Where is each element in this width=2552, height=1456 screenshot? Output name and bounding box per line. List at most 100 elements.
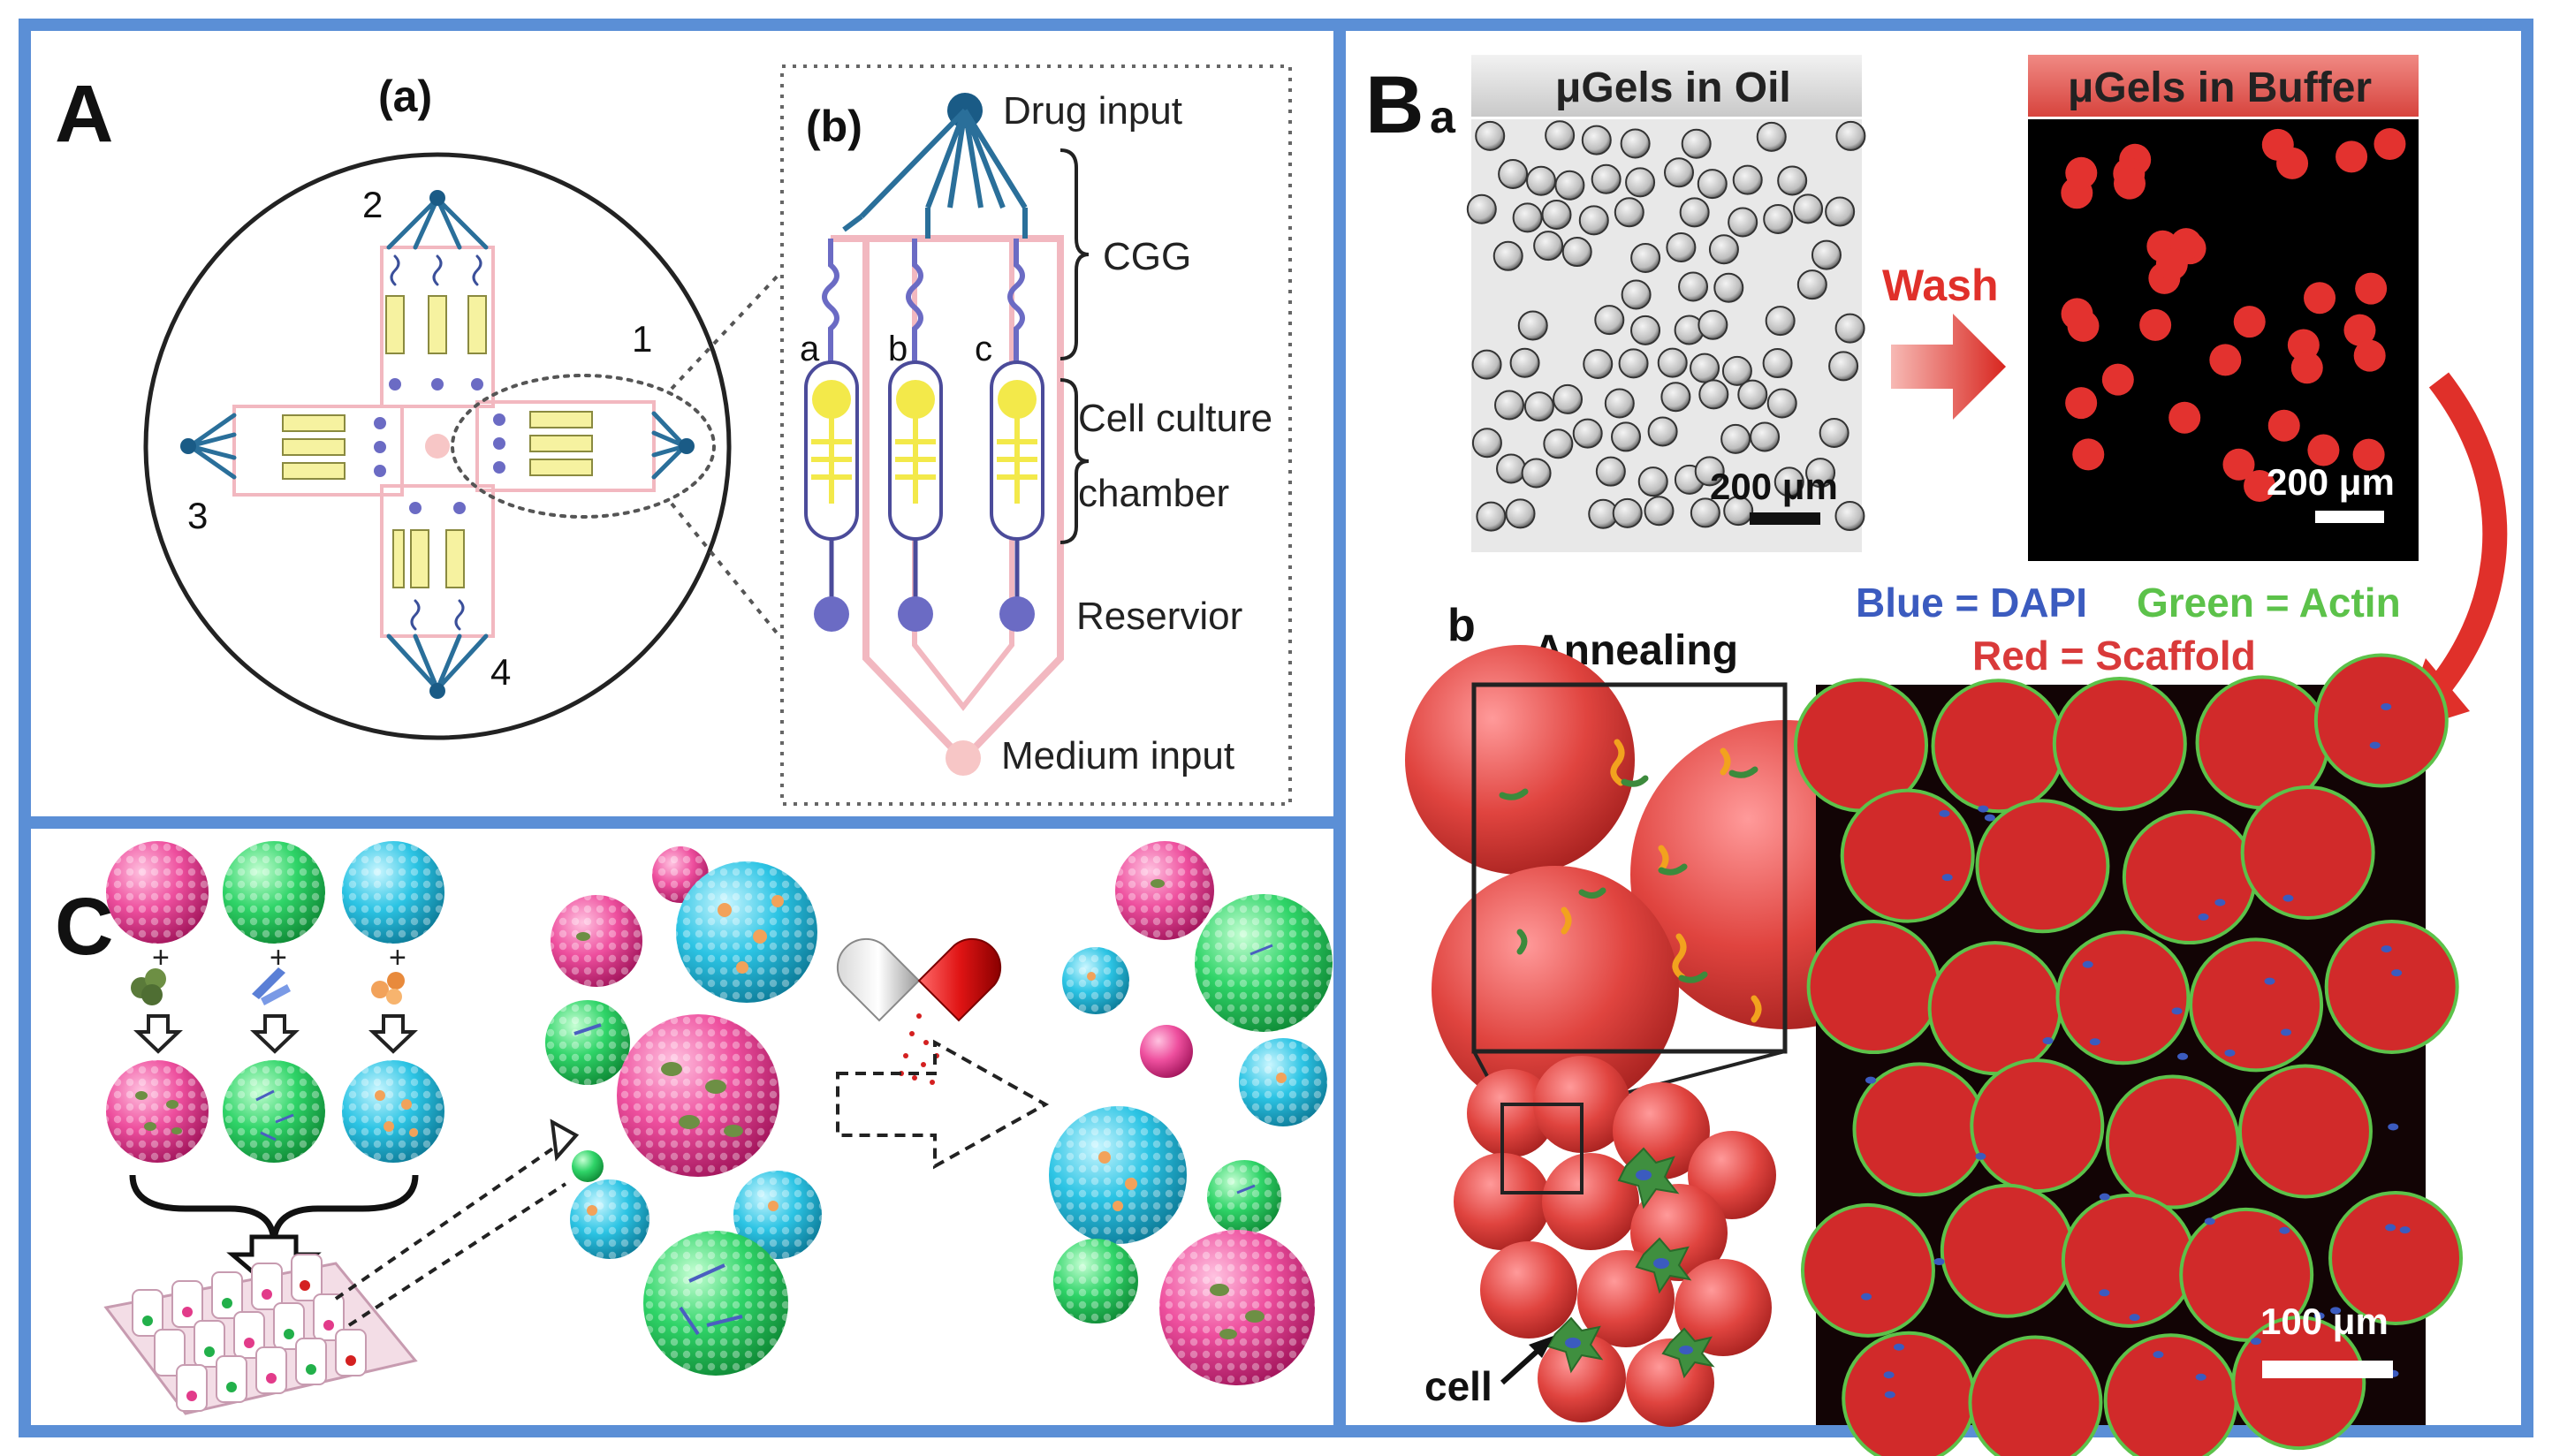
oil-microgel bbox=[1697, 169, 1728, 200]
buffer-microgel bbox=[2168, 401, 2201, 434]
oil-title: μGels in Oil bbox=[1555, 64, 1791, 111]
reservoir-b bbox=[898, 596, 933, 632]
oil-microgel bbox=[1763, 203, 1794, 234]
buffer-microgel bbox=[2336, 140, 2368, 173]
legend-green: Green = Actin bbox=[2137, 580, 2401, 626]
oil-microgel bbox=[1664, 157, 1695, 188]
gels-in-buffer-image: μGels in Buffer 200 μm bbox=[2028, 55, 2419, 561]
oil-microgel bbox=[1666, 232, 1697, 263]
zoom-line-bottom bbox=[670, 502, 781, 638]
dapi-nucleus bbox=[1941, 874, 1953, 882]
buffer-microgel bbox=[2374, 127, 2406, 160]
oil-microgels bbox=[1466, 120, 1866, 532]
scaffold-particle bbox=[1968, 1335, 2103, 1456]
oil-microgel bbox=[1541, 200, 1572, 231]
arm-label-1: 1 bbox=[632, 318, 652, 360]
oil-microgel bbox=[1819, 418, 1849, 449]
dapi-nucleus bbox=[2214, 899, 2226, 906]
scaffold-particle bbox=[1931, 679, 2066, 814]
oil-microgel bbox=[1681, 128, 1712, 159]
oil-microgel bbox=[1750, 421, 1781, 452]
panel-a-sub-b-label: (b) bbox=[806, 102, 862, 151]
buffer-microgel bbox=[2072, 438, 2105, 471]
oil-microgel bbox=[1612, 497, 1643, 528]
scaffold-particle bbox=[1842, 1331, 1977, 1456]
scaffold-particle bbox=[2179, 1207, 2314, 1342]
buffer-microgel bbox=[2065, 387, 2098, 420]
plain-spheroids bbox=[106, 841, 444, 944]
scaffold-particle bbox=[2231, 1316, 2366, 1451]
cell-pointer-arrowhead bbox=[1529, 1336, 1553, 1358]
oil-microgel bbox=[1498, 159, 1529, 190]
oil-microgel bbox=[1796, 269, 1827, 300]
panel-b: B a μGels in Oil 200 μm Wash μGels in Bu… bbox=[1333, 19, 2533, 1456]
arm-label-4: 4 bbox=[490, 651, 511, 693]
buffer-microgel bbox=[2352, 438, 2385, 471]
oil-microgel bbox=[1644, 496, 1675, 527]
buffer-microgel bbox=[2155, 248, 2188, 281]
oil-microgel bbox=[1614, 197, 1644, 228]
oil-microgel bbox=[1496, 453, 1527, 484]
dapi-nucleus bbox=[2204, 1217, 2215, 1225]
panel-a-letter: A bbox=[55, 69, 113, 159]
mixed-spheroids-cluster bbox=[545, 846, 822, 1376]
dapi-nucleus bbox=[1975, 1152, 1986, 1160]
buffer-microgels bbox=[2061, 127, 2406, 502]
buffer-microgel bbox=[2139, 308, 2172, 341]
cgg-label: CGG bbox=[1103, 235, 1191, 278]
scaffold-particle bbox=[2237, 1064, 2373, 1199]
inset-chip bbox=[804, 93, 1064, 776]
panel-b-sub-a-label: a bbox=[1430, 92, 1456, 143]
arm-bottom bbox=[380, 484, 495, 699]
buffer-microgel bbox=[2101, 363, 2134, 396]
oil-microgel bbox=[1647, 416, 1678, 447]
scale-label-confocal: 100 μm bbox=[2260, 1301, 2389, 1342]
plus-1: + bbox=[152, 941, 170, 974]
dapi-nucleus bbox=[2399, 1226, 2411, 1234]
confocal-image: 100 μm bbox=[1794, 653, 2464, 1456]
dapi-nucleus bbox=[1978, 805, 1989, 813]
oil-microgel bbox=[1595, 456, 1626, 487]
treated-spheroids bbox=[1049, 841, 1333, 1385]
oil-microgel bbox=[1509, 347, 1540, 378]
chamber-label: chamber bbox=[1078, 472, 1229, 515]
channel-label-b: b bbox=[888, 330, 908, 368]
medium-input-port bbox=[946, 740, 981, 776]
scaffold-particle bbox=[2324, 919, 2459, 1054]
scaffold-particle bbox=[1806, 920, 1941, 1055]
zoom-line-top bbox=[670, 272, 781, 391]
dapi-nucleus bbox=[2279, 1226, 2290, 1234]
dapi-nucleus bbox=[2264, 977, 2275, 985]
scaffold-particle bbox=[1970, 1058, 2105, 1194]
channel-label-c: c bbox=[975, 330, 992, 368]
brace-chamber bbox=[1060, 378, 1090, 544]
dapi-nucleus bbox=[2388, 1123, 2399, 1131]
scale-label-oil: 200 μm bbox=[1710, 466, 1838, 507]
dapi-nucleus bbox=[2042, 1037, 2054, 1045]
oil-microgel bbox=[1543, 428, 1574, 459]
dapi-nucleus bbox=[1861, 1293, 1872, 1301]
dapi-nucleus bbox=[2153, 1351, 2164, 1359]
oil-microgel bbox=[1698, 379, 1729, 410]
scale-label-buffer: 200 μm bbox=[2267, 461, 2395, 503]
oil-microgel bbox=[1834, 313, 1865, 344]
oil-microgel bbox=[1505, 498, 1536, 529]
panel-a: A (a) bbox=[19, 19, 1346, 829]
wash-label: Wash bbox=[1882, 261, 1999, 310]
oil-microgel bbox=[1492, 240, 1523, 271]
reservoir-label: Reservior bbox=[1076, 595, 1242, 638]
plus-2: + bbox=[270, 941, 287, 974]
panel-c-letter: C bbox=[55, 882, 113, 972]
buffer-microgel bbox=[2222, 448, 2255, 481]
dapi-nucleus bbox=[2198, 913, 2209, 921]
oil-microgel bbox=[1620, 128, 1651, 159]
dapi-nucleus bbox=[1893, 1343, 1904, 1351]
scaffold-particle bbox=[1927, 941, 2062, 1076]
oil-microgel bbox=[1604, 388, 1635, 419]
dapi-nucleus bbox=[2089, 1038, 2100, 1046]
oil-microgel bbox=[1834, 501, 1865, 532]
oil-microgel bbox=[1591, 163, 1622, 194]
oil-microgel bbox=[1594, 305, 1625, 336]
oil-microgel bbox=[1630, 242, 1661, 273]
oil-microgel bbox=[1732, 164, 1763, 195]
